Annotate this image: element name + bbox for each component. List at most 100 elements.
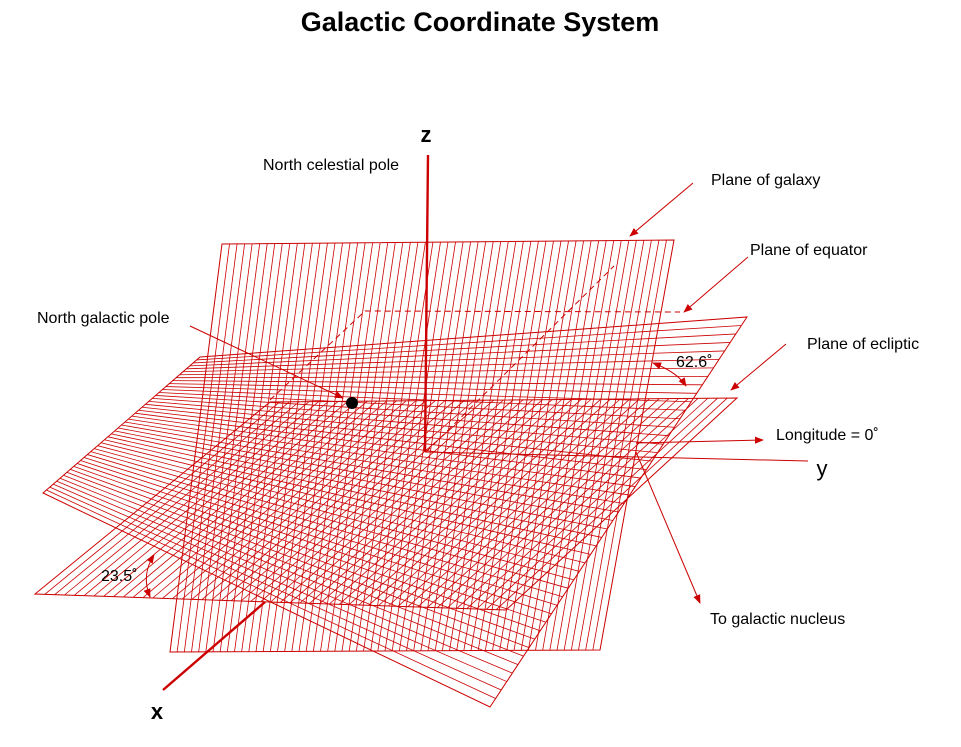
label-longitude-zero: Longitude = 0˚ (776, 427, 879, 444)
galaxy-hatch-line (520, 240, 592, 651)
label-to-galactic-nucleus: To galactic nucleus (710, 611, 845, 628)
z-axis (423, 154, 430, 453)
galaxy-hatch-line (312, 242, 374, 652)
galaxy-hatch-line (269, 243, 328, 652)
y-axis-label: y (817, 456, 828, 481)
z-axis-label: z (421, 122, 432, 147)
ecliptic-hatch-line (397, 398, 631, 607)
galaxy-hatch-line (219, 243, 276, 652)
equator-hatch-line (70, 468, 535, 640)
pointer-longitude-zero (635, 436, 764, 444)
hidden-edge-galaxy (269, 310, 681, 401)
north-galactic-pole-dot (346, 397, 358, 409)
label-angle-ecliptic: 23.5˚ (101, 568, 137, 585)
galaxy-hatch-line (191, 243, 245, 652)
galaxy-hatch-line (527, 240, 600, 651)
equator-hatch-line (90, 451, 569, 589)
label-north-celestial-pole: North celestial pole (263, 157, 399, 174)
equator-hatch-line (77, 463, 546, 623)
equator-hatch-line (111, 433, 602, 538)
equator-hatch-line (80, 460, 552, 615)
galaxy-hatch-line (513, 240, 584, 651)
pointer-plane-of-galaxy (629, 182, 694, 237)
galaxy-hatch-line (484, 241, 554, 651)
galaxy-hatch-line (427, 241, 494, 651)
galaxy-hatch-line (391, 241, 456, 652)
galaxy-hatch-line (341, 242, 404, 652)
galaxy-hatch-line (456, 241, 524, 651)
equator-hatch-line (56, 480, 513, 674)
galaxy-hatch-line (420, 241, 487, 651)
galaxy-hatch-line (477, 241, 547, 651)
galaxy-hatch-line (449, 241, 517, 651)
equator-hatch-line (73, 466, 541, 632)
equator-hatch-line (162, 389, 686, 411)
ecliptic-hatch-line (476, 397, 709, 610)
pointer-plane-of-ecliptic (730, 343, 787, 391)
galaxy-hatch-line (234, 243, 291, 652)
pointer-north-galactic-pole (189, 325, 344, 399)
galaxy-hatch-line (549, 240, 622, 651)
equator-hatch-line (97, 445, 580, 572)
equator-hatch-line (196, 325, 742, 361)
galaxy-hatch-line (226, 243, 283, 652)
galaxy-hatch-line (205, 243, 261, 652)
galaxy-hatch-line (578, 240, 652, 651)
galaxy-hatch-line (492, 240, 562, 651)
galaxy-hatch-line (592, 239, 667, 651)
diagram-title: Galactic Coordinate System (301, 7, 660, 37)
ecliptic-hatch-line (250, 399, 485, 602)
galaxy-hatch-line (355, 242, 419, 652)
galaxy-hatch-line (506, 240, 577, 651)
angle-arrow-ecliptic (143, 554, 155, 598)
equator-hatch-line (63, 474, 524, 657)
ecliptic-hatch-line (427, 398, 660, 608)
galaxy-hatch-line (406, 241, 471, 651)
equator-hatch-line (165, 386, 692, 403)
equator-hatch-line (94, 448, 574, 581)
equator-hatch-line (189, 342, 731, 367)
galaxy-hatch-line (377, 242, 441, 652)
ecliptic-hatch-line (191, 400, 426, 600)
galaxy-hatch-line (585, 240, 660, 651)
equator-hatch-line (131, 415, 636, 487)
equator-hatch-line (148, 400, 664, 445)
angle-arrow-galaxy (652, 362, 687, 387)
galaxy-hatch-line (291, 242, 351, 652)
galaxy-hatch-line (255, 243, 313, 652)
equator-hatch-line (145, 403, 658, 454)
equator-hatch-line (135, 412, 641, 479)
galaxy-hatch-line (441, 241, 509, 651)
galaxy-hatch-line (384, 241, 449, 652)
ecliptic-hatch-line (378, 398, 611, 606)
galaxy-hatch-line (570, 240, 645, 651)
equator-hatch-line (107, 436, 597, 547)
galaxy-hatch-line (434, 241, 502, 651)
ecliptic-hatch-line (73, 401, 310, 596)
plane-of-equator (42, 316, 748, 708)
galaxy-hatch-line (212, 243, 268, 652)
equator-hatch-line (169, 383, 697, 394)
ecliptic-hatch-line (486, 397, 718, 610)
label-plane-of-ecliptic: Plane of ecliptic (807, 336, 919, 353)
equator-hatch-line (176, 375, 708, 379)
ecliptic-hatch-line (407, 398, 640, 607)
equator-hatch-line (155, 395, 675, 428)
equator-hatch-line (152, 397, 669, 437)
equator-hatch-line (124, 421, 625, 504)
galaxy-hatch-line (241, 243, 298, 652)
equator-hatch-line (46, 489, 496, 699)
label-plane-of-galaxy: Plane of galaxy (711, 172, 820, 189)
equator-hatch-line (59, 477, 519, 665)
galaxy-hatch-line (398, 241, 464, 651)
ecliptic-hatch-line (309, 399, 543, 604)
ecliptic-hatch-line (132, 400, 368, 598)
ecliptic-hatch-line (417, 398, 650, 608)
ecliptic-hatch-line (44, 401, 280, 595)
ecliptic-hatch-line (387, 398, 621, 607)
equator-hatch-line (138, 409, 647, 471)
x-axis (162, 601, 266, 691)
label-north-galactic-pole: North galactic pole (37, 310, 170, 327)
equator-hatch-line (159, 392, 680, 420)
galaxy-hatch-line (556, 240, 630, 651)
